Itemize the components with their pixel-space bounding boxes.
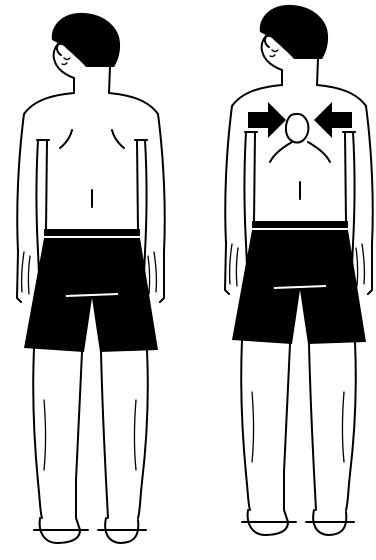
squeezed-scapula xyxy=(286,114,308,143)
shoulder-blade-right xyxy=(112,130,124,148)
figure-left xyxy=(17,13,165,543)
shoulder-blade-left xyxy=(60,130,72,148)
figure-right xyxy=(225,5,373,535)
